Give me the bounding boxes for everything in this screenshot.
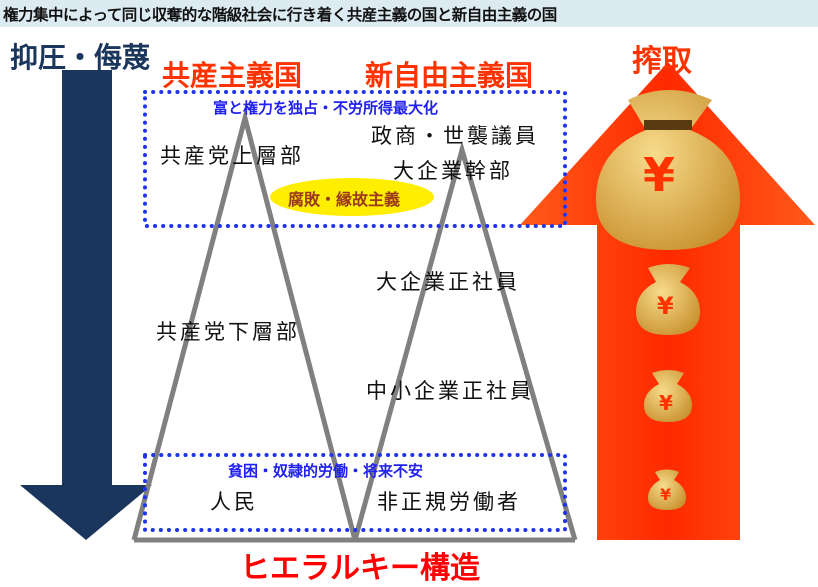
money-bag-large xyxy=(596,90,740,250)
pyramid-communist xyxy=(131,108,358,541)
level-regular-employees: 大企業正社員 xyxy=(376,270,520,294)
yen-icon: ¥ xyxy=(659,391,673,415)
level-party-lower: 共産党下層部 xyxy=(156,320,300,344)
money-bag-small xyxy=(644,370,692,422)
down-arrow xyxy=(20,70,152,540)
yen-icon: ¥ xyxy=(660,485,672,504)
left-arrow-label: 抑圧・侮蔑 xyxy=(10,41,151,74)
top-box-label: 富と権力を独占・不労所得最大化 xyxy=(213,99,439,117)
level-irregular-workers: 非正規労働者 xyxy=(377,490,521,514)
level-people: 人民 xyxy=(210,490,258,514)
bottom-dotted-box xyxy=(143,453,567,532)
money-bag-medium xyxy=(636,264,700,335)
level-executives: 大企業幹部 xyxy=(393,159,513,183)
level-sme-employees: 中小企業正社員 xyxy=(366,379,534,403)
corruption-badge: 腐敗・縁故主義 xyxy=(288,190,401,209)
right-arrow-label: 搾取 xyxy=(632,44,692,79)
yen-icon: ¥ xyxy=(657,292,674,320)
bottom-box-label: 貧困・奴隷的労働・将来不安 xyxy=(228,462,424,480)
pyramid-neoliberal xyxy=(352,140,578,541)
title-bar: 権力集中によって同じ収奪的な階級社会に行き着く共産主義の国と新自由主義の国 xyxy=(0,0,818,27)
top-dotted-box xyxy=(143,90,567,228)
heading-neoliberal: 新自由主義国 xyxy=(365,59,534,92)
yen-icon: ¥ xyxy=(643,148,676,202)
money-bag-tiny xyxy=(648,469,686,510)
title: 権力集中によって同じ収奪的な階級社会に行き着く共産主義の国と新自由主義の国 xyxy=(3,6,557,24)
level-politicians: 政商・世襲議員 xyxy=(371,124,539,148)
level-party-upper: 共産党上層部 xyxy=(160,144,304,168)
heading-communist: 共産主義国 xyxy=(162,59,303,92)
footer-label: ヒエラルキー構造 xyxy=(240,551,480,586)
corruption-ellipse xyxy=(270,178,434,216)
